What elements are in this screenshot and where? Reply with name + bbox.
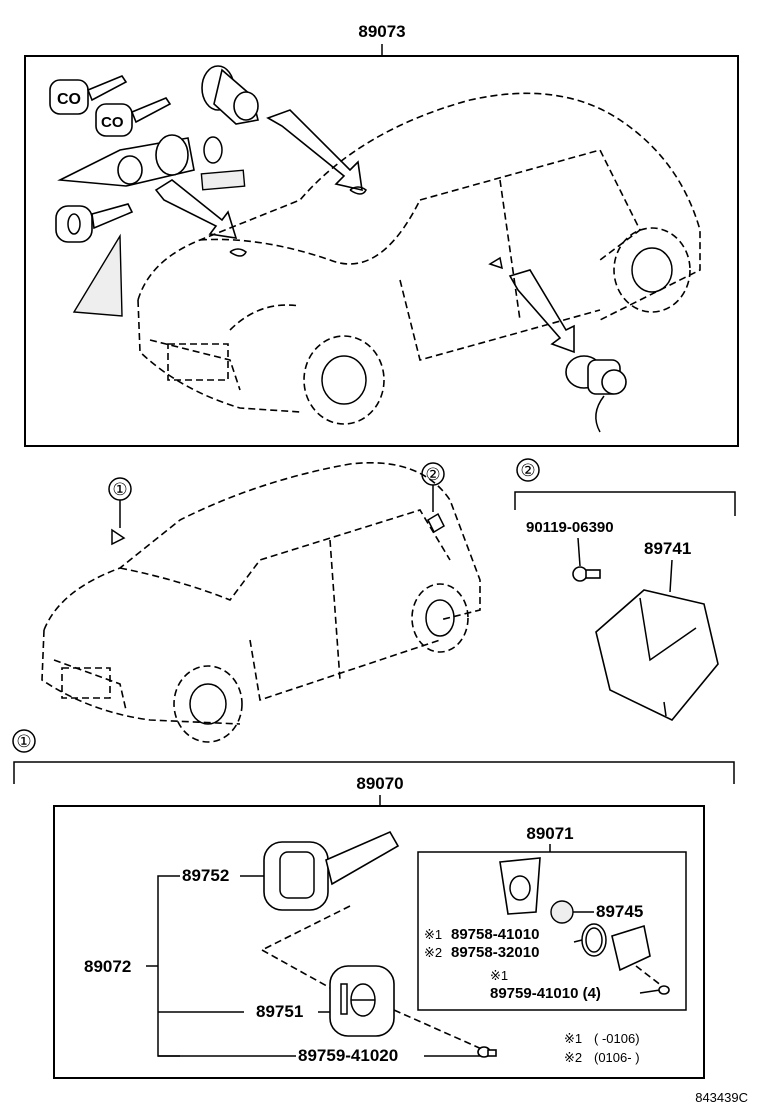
bolt-icon[interactable] <box>572 566 601 582</box>
top-assembly-label[interactable]: 89073 <box>358 22 405 41</box>
section1-ref: ① <box>16 732 31 751</box>
subassembly-frame <box>417 851 687 1011</box>
svg-text:CO: CO <box>101 114 124 131</box>
ecu-icon[interactable] <box>595 589 719 721</box>
key-blank-part-number[interactable]: 89752 <box>182 866 229 885</box>
screw-icon[interactable] <box>658 985 670 995</box>
assembly-part-number[interactable]: 89070 <box>356 774 403 793</box>
screw-qty-mark: ※1 <box>490 968 508 983</box>
screw-icon[interactable] <box>477 1046 497 1058</box>
key-icon[interactable]: CO <box>49 75 128 115</box>
cover-ring-icon[interactable] <box>581 923 607 957</box>
ecu-part-number[interactable]: 89741 <box>644 539 691 558</box>
note-1-mark: ※1 <box>564 1031 582 1046</box>
subassembly-part-number[interactable]: 89071 <box>526 824 573 843</box>
svg-text:CO: CO <box>57 91 81 108</box>
cover-2-mark: ※2 <box>424 945 442 960</box>
cover-1-mark: ※1 <box>424 927 442 942</box>
screw-part-number[interactable]: 89759-41020 <box>298 1046 398 1065</box>
arrow-icon <box>266 109 363 192</box>
transponder-housing-icon[interactable] <box>499 857 541 915</box>
illustration-code: 843439C <box>695 1090 748 1105</box>
transponder-chip-icon[interactable] <box>611 924 651 972</box>
callout-1: ① <box>112 480 127 499</box>
cover-1-part-number[interactable]: 89758-41010 <box>451 926 539 943</box>
bolt-part-number[interactable]: 90119-06390 <box>526 519 614 536</box>
vehicle-icon <box>41 462 481 743</box>
screw-qty-part-number[interactable]: 89759-41010 (4) <box>490 985 601 1002</box>
note-2-mark: ※2 <box>564 1050 582 1065</box>
battery-part-number[interactable]: 89745 <box>596 902 643 921</box>
tag-icon <box>72 233 123 317</box>
key-icon[interactable] <box>263 830 400 911</box>
cover-2-part-number[interactable]: 89758-32010 <box>451 944 539 961</box>
top-assembly-frame <box>24 55 739 447</box>
battery-icon[interactable] <box>550 900 574 924</box>
lock-cylinder-icon[interactable] <box>201 65 259 125</box>
assembly-frame <box>53 805 705 1079</box>
arrow-icon <box>508 269 575 354</box>
transponder-cover-icon[interactable] <box>329 965 395 1037</box>
note-1-text: ( -0106) <box>594 1031 640 1046</box>
arrow-icon <box>154 179 238 239</box>
lock-cylinder-icon[interactable] <box>57 134 195 187</box>
transponder-cover-part-number[interactable]: 89751 <box>256 1002 303 1021</box>
key-icon[interactable]: CO <box>95 97 172 137</box>
callout-2: ② <box>425 465 440 484</box>
plate-icon <box>200 169 246 191</box>
section2-ref: ② <box>520 461 535 480</box>
note-2-text: (0106- ) <box>594 1050 640 1065</box>
ring-icon <box>203 136 223 164</box>
key-icon[interactable] <box>55 203 134 243</box>
vehicle-icon <box>137 92 701 425</box>
key-set-part-number[interactable]: 89072 <box>84 957 131 976</box>
lock-cylinder-icon[interactable] <box>565 355 627 433</box>
